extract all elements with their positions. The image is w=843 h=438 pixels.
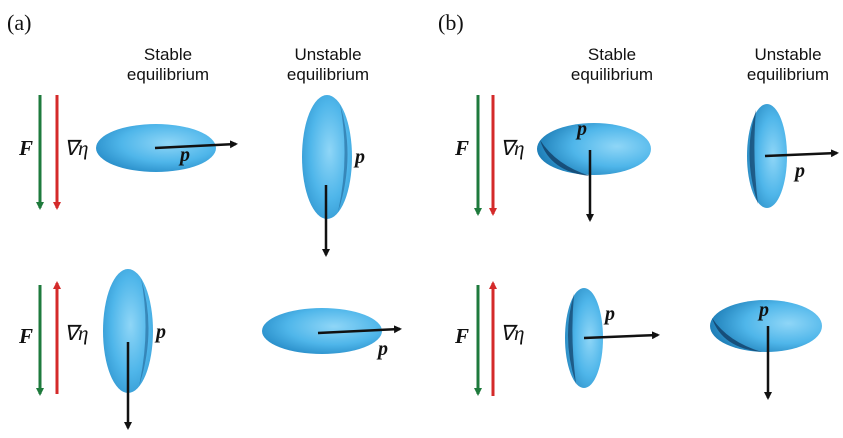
particle-shadow bbox=[712, 318, 762, 352]
panel-a-label: (a) bbox=[7, 10, 32, 35]
p-label: p bbox=[605, 303, 615, 325]
gradient-label: ∇η bbox=[64, 136, 89, 160]
particle-shadow bbox=[567, 294, 576, 384]
particle-shadow bbox=[139, 278, 149, 386]
heading-line: equilibrium bbox=[746, 65, 830, 84]
gradient-label: ∇η bbox=[64, 321, 89, 345]
p-label: p bbox=[156, 321, 166, 343]
p-vector-arrow bbox=[154, 140, 238, 150]
force-label: F bbox=[19, 324, 34, 348]
gradient-label: ∇η bbox=[500, 136, 525, 160]
p-label: p bbox=[378, 338, 388, 360]
p-vector-arrow bbox=[317, 325, 402, 335]
p-label: p bbox=[180, 144, 190, 166]
unstable-heading: Unstable equilibrium bbox=[278, 45, 378, 85]
heading-line: Unstable bbox=[294, 45, 362, 64]
p-label: p bbox=[795, 160, 805, 182]
p-label: p bbox=[355, 146, 365, 168]
stable-heading: Stable equilibrium bbox=[562, 45, 662, 85]
particle-body bbox=[537, 123, 651, 175]
heading-line: Unstable bbox=[754, 45, 822, 64]
stable-heading: Stable equilibrium bbox=[118, 45, 218, 85]
particle-shadow bbox=[338, 104, 348, 212]
heading-line: Stable bbox=[143, 45, 193, 64]
gradient-label: ∇η bbox=[500, 321, 525, 345]
force-label: F bbox=[455, 324, 470, 348]
heading-line: equilibrium bbox=[570, 65, 654, 84]
p-vector-arrow bbox=[583, 331, 660, 340]
panel-b-label: (b) bbox=[438, 10, 464, 35]
particle-body bbox=[710, 300, 822, 352]
force-label: F bbox=[455, 136, 470, 160]
particle-shadow bbox=[540, 140, 590, 176]
particle-body bbox=[302, 95, 352, 219]
heading-line: Stable bbox=[587, 45, 637, 64]
heading-line: equilibrium bbox=[126, 65, 210, 84]
p-vector-arrow bbox=[764, 149, 839, 158]
particle-shadow bbox=[749, 110, 758, 204]
heading-line: equilibrium bbox=[286, 65, 370, 84]
particle-body bbox=[262, 308, 382, 354]
particle-body bbox=[103, 269, 153, 393]
p-label: p bbox=[577, 118, 587, 140]
p-label: p bbox=[759, 299, 769, 321]
unstable-heading: Unstable equilibrium bbox=[738, 45, 838, 85]
force-label: F bbox=[19, 136, 34, 160]
